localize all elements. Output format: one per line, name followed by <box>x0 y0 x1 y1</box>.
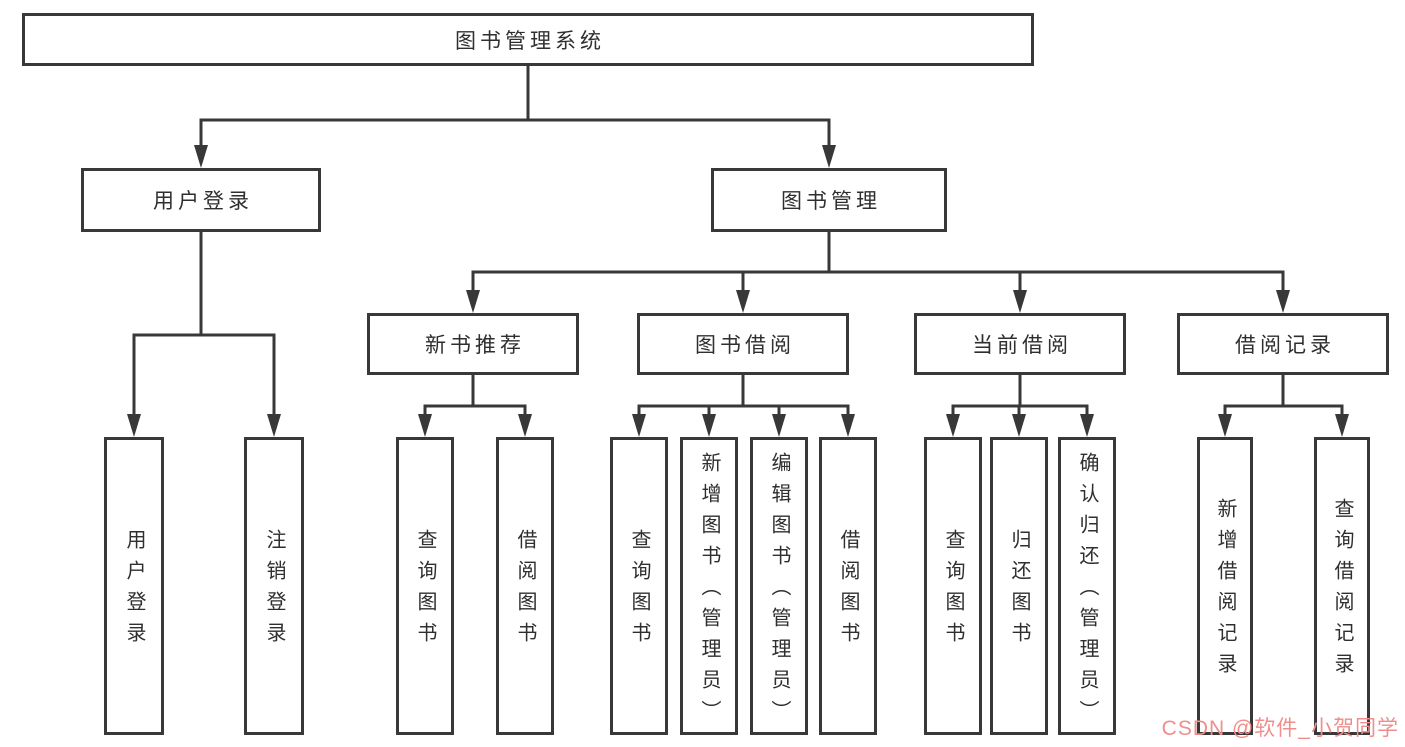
node-user-login: 用户登录 <box>81 168 321 232</box>
leaf-label: 注销登录 <box>263 529 285 653</box>
leaf-borrow-books: 借阅图书 <box>819 437 877 735</box>
arrowhead <box>418 414 432 437</box>
arrowhead <box>632 414 646 437</box>
arrowhead <box>1335 414 1349 437</box>
node-label: 借阅记录 <box>1235 334 1335 357</box>
leaf-label: 查询图书 <box>942 529 964 653</box>
connector-user-login-children <box>127 232 281 437</box>
arrowhead <box>946 414 960 437</box>
arrowhead <box>466 290 480 313</box>
leaf-query-books-recommend: 查询图书 <box>396 437 454 735</box>
node-label: 新书推荐 <box>425 334 525 357</box>
leaf-label: 查询图书 <box>414 529 436 653</box>
leaf-label: 编辑图书（管理员） <box>768 451 790 731</box>
arrowhead <box>736 290 750 313</box>
node-book-borrowing: 图书借阅 <box>637 313 849 375</box>
leaf-return-books: 归还图书 <box>990 437 1048 735</box>
arrowhead <box>1218 414 1232 437</box>
node-library-management-system: 图书管理系统 <box>22 13 1034 66</box>
leaf-user-login: 用户登录 <box>104 437 164 735</box>
node-label: 图书管理 <box>781 190 881 213</box>
node-label: 图书借阅 <box>695 334 795 357</box>
arrowhead <box>1013 290 1027 313</box>
node-label: 用户登录 <box>153 190 253 213</box>
leaf-add-books-admin: 新增图书（管理员） <box>680 437 738 735</box>
arrowhead <box>1012 414 1026 437</box>
leaf-label: 新增借阅记录 <box>1214 498 1236 684</box>
leaf-label: 新增图书（管理员） <box>698 451 720 731</box>
connector-new-book-recommendation-children <box>418 375 532 437</box>
node-borrowing-records: 借阅记录 <box>1177 313 1389 375</box>
leaf-label: 确认归还（管理员） <box>1076 451 1098 731</box>
leaf-borrow-books-recommend: 借阅图书 <box>496 437 554 735</box>
leaf-query-books-current: 查询图书 <box>924 437 982 735</box>
connector-book-borrowing-children <box>632 375 855 437</box>
arrowhead <box>1276 290 1290 313</box>
leaf-label: 借阅图书 <box>514 529 536 653</box>
arrowhead <box>822 145 836 168</box>
leaf-query-borrow-record: 查询借阅记录 <box>1314 437 1370 735</box>
arrowhead <box>267 414 281 437</box>
node-current-borrowing: 当前借阅 <box>914 313 1126 375</box>
arrowhead <box>702 414 716 437</box>
arrowhead <box>841 414 855 437</box>
leaf-label: 借阅图书 <box>837 529 859 653</box>
arrowhead <box>127 414 141 437</box>
arrowhead <box>1080 414 1094 437</box>
arrowhead <box>518 414 532 437</box>
leaf-logout: 注销登录 <box>244 437 304 735</box>
connector-borrowing-records-children <box>1218 375 1349 437</box>
leaf-edit-books-admin: 编辑图书（管理员） <box>750 437 808 735</box>
leaf-add-borrow-record: 新增借阅记录 <box>1197 437 1253 735</box>
leaf-query-books-borrowing: 查询图书 <box>610 437 668 735</box>
node-label: 图书管理系统 <box>455 29 605 53</box>
watermark-text: CSDN @软件_小贺同学 <box>1161 717 1399 740</box>
arrowhead <box>194 145 208 168</box>
leaf-label: 用户登录 <box>123 529 145 653</box>
connector-book-management-children <box>466 232 1290 313</box>
connector-current-borrowing-children <box>946 375 1094 437</box>
node-new-book-recommendation: 新书推荐 <box>367 313 579 375</box>
connector-root-to-level2 <box>194 66 836 168</box>
leaf-label: 归还图书 <box>1008 529 1030 653</box>
leaf-confirm-return-admin: 确认归还（管理员） <box>1058 437 1116 735</box>
leaf-label: 查询借阅记录 <box>1331 498 1353 684</box>
node-book-management: 图书管理 <box>711 168 947 232</box>
arrowhead <box>772 414 786 437</box>
leaf-label: 查询图书 <box>628 529 650 653</box>
node-label: 当前借阅 <box>972 334 1072 357</box>
